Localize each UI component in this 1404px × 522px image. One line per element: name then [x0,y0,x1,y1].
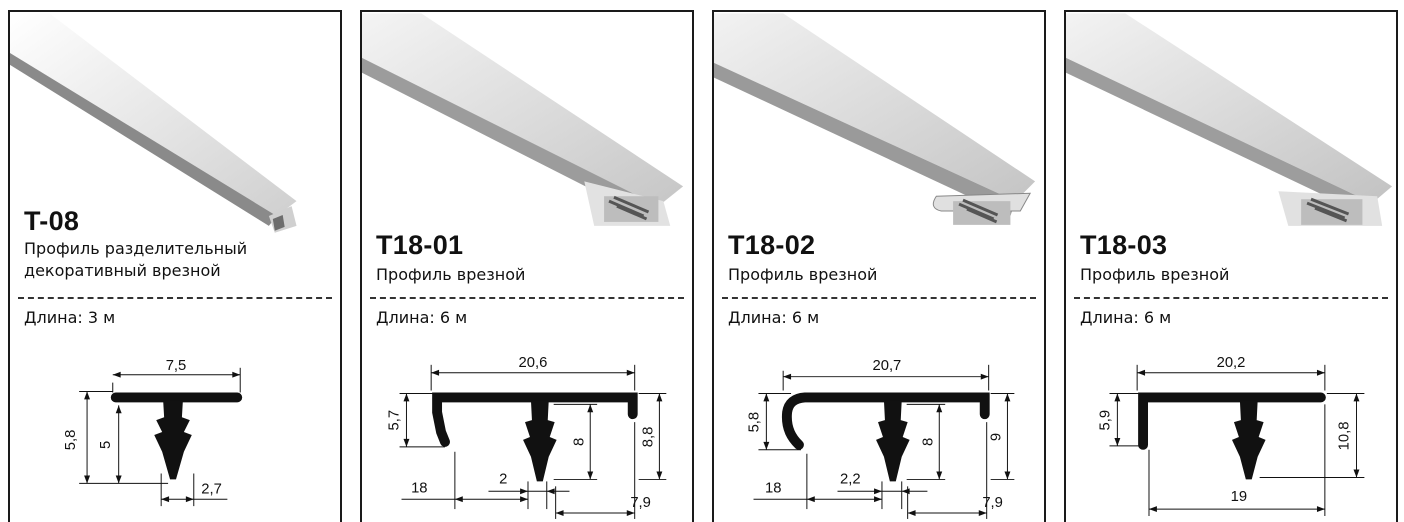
dimension-label: 5,7 [387,410,403,431]
dimension-label: 5,8 [63,430,79,451]
dimension-label: 5,8 [746,412,762,433]
dashed-separator [18,297,332,299]
description-line: Профиль разделительный [24,239,248,258]
product-description: Профиль врезной [1080,264,1229,286]
profile-photo [362,13,684,226]
profile-photo [714,13,1036,225]
description-line: Профиль врезной [376,265,526,284]
dimension-label: 7,9 [982,495,1003,511]
dimension-label: 5 [98,441,114,449]
dimension-label: 8,8 [640,427,656,448]
product-code: T18-03 [1080,230,1168,260]
product-card-t08[interactable]: T-08 Профиль разделительный декоративный… [8,10,342,522]
product-card-t18-02[interactable]: T18-02 Профиль врезной Длина: 6 м 20,7 5… [712,10,1046,522]
description-line: Профиль врезной [1080,265,1230,284]
dimension-label: 9 [989,433,1005,441]
dimension-label: 2,7 [201,481,222,497]
profile-photo [10,13,297,233]
profile-drawing: 7,5 5,8 5 2,7 [63,358,243,507]
dimension-label: 20,7 [872,358,901,374]
product-description: Профиль разделительный декоративный врез… [24,238,247,282]
dimension-label: 18 [765,480,781,496]
dashed-separator [1074,297,1388,299]
dimension-label: 2,2 [840,471,861,487]
product-code: T-08 [24,206,80,236]
dimension-label: 7,9 [630,495,651,511]
dimension-label: 5,9 [1097,410,1113,431]
profile-drawing: 20,6 5,7 8 8,8 18 2 7,9 [387,355,667,519]
profile-cap [1138,392,1326,450]
dimension-label: 10,8 [1337,422,1353,451]
profile-stem [1231,400,1266,480]
profile-stem [876,400,910,482]
length-label: Длина: 6 м [1080,308,1172,327]
profile-cap [432,392,638,447]
profile-stem [523,400,557,482]
dimension-label: 20,2 [1217,355,1246,371]
length-label: Длина: 3 м [24,308,116,327]
dimension-label: 7,5 [166,358,187,374]
profile-stem [154,400,192,480]
product-card-t18-01[interactable]: T18-01 Профиль врезной Длина: 6 м 20,6 5… [360,10,694,522]
description-line: Профиль врезной [728,265,878,284]
length-label: Длина: 6 м [728,308,820,327]
product-description: Профиль врезной [728,264,877,286]
length-label: Длина: 6 м [376,308,468,327]
dimension-label: 2 [499,471,507,487]
dimension-label: 18 [411,480,427,496]
dimension-label: 19 [1231,489,1247,505]
profile-drawing: 20,7 5,8 8 9 18 2,2 7,9 [746,358,1015,519]
description-line: декоративный врезной [24,261,221,280]
product-card-t18-03[interactable]: T18-03 Профиль врезной Длина: 6 м 20,2 5… [1064,10,1398,522]
product-code: T18-01 [376,230,464,260]
dimension-label: 8 [920,438,936,446]
dimension-label: 20,6 [519,355,548,371]
dashed-separator [370,297,684,299]
product-code: T18-02 [728,230,816,260]
dashed-separator [722,297,1036,299]
product-description: Профиль врезной [376,264,525,286]
profile-photo [1066,13,1393,226]
profile-drawing: 20,2 5,9 10,8 19 [1097,355,1365,516]
profile-cap [781,392,990,450]
dimension-label: 8 [571,438,587,446]
